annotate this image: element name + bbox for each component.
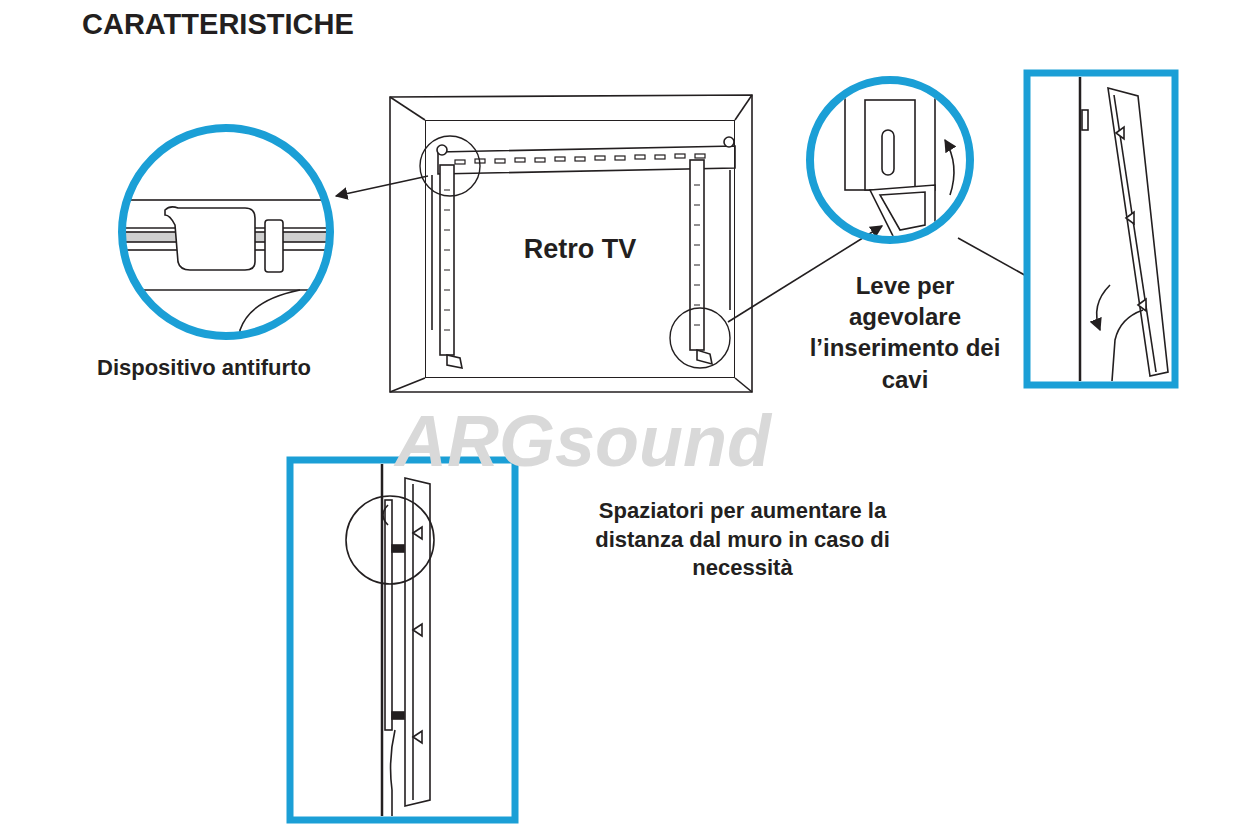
watermark: ARGsound: [395, 395, 865, 489]
tv-frame-part: [390, 378, 425, 392]
tv-frame-part: [735, 95, 752, 120]
detail-circle-part: [420, 136, 480, 196]
wall-bracket-part: [729, 170, 731, 310]
tv-frame-part: [390, 95, 752, 392]
wall-bracket: [432, 137, 735, 368]
zoom-lever-part: [945, 140, 954, 195]
zoom-antitheft-part: [165, 207, 255, 270]
side-view-spacers-part-part: [383, 505, 388, 525]
detail-circle-part: [670, 308, 730, 368]
side-view-tilt: [1027, 73, 1175, 385]
side-view-tilt-part-part: [1112, 310, 1143, 381]
wall-bracket-part: [724, 137, 734, 147]
zoom-lever-part: [865, 100, 915, 190]
side-view-spacers-part-part: [392, 545, 404, 552]
zoom-lever: [845, 80, 954, 240]
wall-bracket-part: [431, 175, 433, 330]
wall-bracket-part: [455, 154, 705, 164]
side-view-spacers-part-part: [405, 478, 430, 806]
zoom-circle: [122, 128, 330, 336]
wall-bracket-part-part: [455, 160, 465, 164]
wall-bracket-part-part: [444, 330, 450, 331]
side-view-spacers-part-part: [413, 527, 422, 539]
wall-bracket-part-part: [694, 265, 700, 266]
zoom-lever-part: [882, 130, 894, 175]
wall-bracket-part-part: [655, 155, 665, 159]
side-view-tilt-part-part: [1138, 299, 1146, 311]
side-view-spacers-part-part: [385, 500, 392, 730]
wall-bracket-part-part: [694, 225, 700, 226]
tv-frame-part: [390, 97, 425, 120]
zoom-lever-part: [845, 80, 935, 190]
side-view-tilt-part-part: [1082, 110, 1088, 130]
wall-bracket-part-part: [515, 158, 525, 162]
side-view-tilt-part-part: [1097, 285, 1110, 330]
side-view-spacers-part: [290, 460, 515, 820]
leader-arrow: [336, 176, 1048, 322]
wall-bracket-part: [447, 355, 462, 368]
side-view-spacers-part-part: [392, 712, 404, 719]
wall-bracket-part-part: [444, 290, 450, 291]
zoom-antitheft: [120, 200, 340, 345]
wall-bracket-part-part: [535, 158, 545, 162]
tv-frame: [390, 95, 752, 392]
tv-frame-part: [735, 378, 752, 392]
side-view-tilt-part-part: [1079, 77, 1082, 381]
side-view-spacers: [290, 460, 515, 820]
side-view-spacers-part-part: [346, 496, 434, 584]
side-view-tilt-part: [1080, 77, 1168, 381]
side-view-tilt-part-part: [1126, 212, 1134, 224]
wall-bracket-part-part: [444, 210, 450, 211]
wall-bracket-part-part: [694, 325, 700, 326]
wall-bracket-part-part: [695, 154, 705, 158]
wall-bracket-part-part: [495, 159, 505, 163]
side-view-spacers-part-part: [413, 624, 422, 636]
wall-bracket-part: [444, 185, 700, 330]
wall-bracket-part-part: [444, 190, 450, 191]
side-view-spacers-part-part: [412, 484, 414, 800]
wall-bracket-part: [440, 165, 454, 355]
wall-bracket-part-part: [694, 285, 700, 286]
wall-bracket-part-part: [595, 156, 605, 160]
side-view-tilt-part: [1027, 73, 1175, 385]
wall-bracket-part-part: [694, 245, 700, 246]
wall-bracket-part-part: [635, 155, 645, 159]
wall-bracket-part-part: [444, 310, 450, 311]
feature-label: Dispositivo antifurto: [97, 354, 397, 383]
side-view-spacers-part-part: [413, 731, 422, 743]
detail-circle: [420, 136, 730, 368]
wall-bracket-part-part: [694, 305, 700, 306]
wall-bracket-part-part: [694, 185, 700, 186]
feature-label: Leve per agevolare l’inserimento dei cav…: [800, 270, 1010, 395]
zoom-antitheft-part: [120, 289, 340, 291]
zoom-circle: [810, 80, 970, 240]
wall-bracket-part-part: [555, 157, 565, 161]
leader-arrow-part: [336, 176, 428, 196]
node-label: Retro TV: [520, 234, 641, 265]
side-view-spacers-part: [346, 464, 434, 816]
wall-bracket-part-part: [444, 230, 450, 231]
zoom-antitheft-part: [265, 220, 283, 272]
zoom-lever-part: [880, 192, 925, 230]
wall-bracket-part-part: [675, 154, 685, 158]
side-view-spacers-part-part: [391, 730, 395, 816]
wall-bracket-part: [697, 350, 712, 364]
wall-bracket-part: [437, 145, 447, 155]
wall-bracket-part-part: [444, 270, 450, 271]
tv-back-panel: Retro TV: [425, 120, 735, 378]
wall-bracket-part-part: [575, 157, 585, 161]
side-view-tilt-part-part: [1114, 95, 1156, 372]
wall-bracket-part-part: [615, 156, 625, 160]
wall-bracket-part-part: [444, 250, 450, 251]
side-view-tilt-part-part: [1116, 127, 1124, 139]
wall-bracket-part: [690, 160, 704, 350]
feature-label: Spaziatori per aumentare la distanza dal…: [560, 497, 925, 583]
title: CARATTERISTICHE: [82, 8, 354, 41]
wall-bracket-part-part: [694, 205, 700, 206]
